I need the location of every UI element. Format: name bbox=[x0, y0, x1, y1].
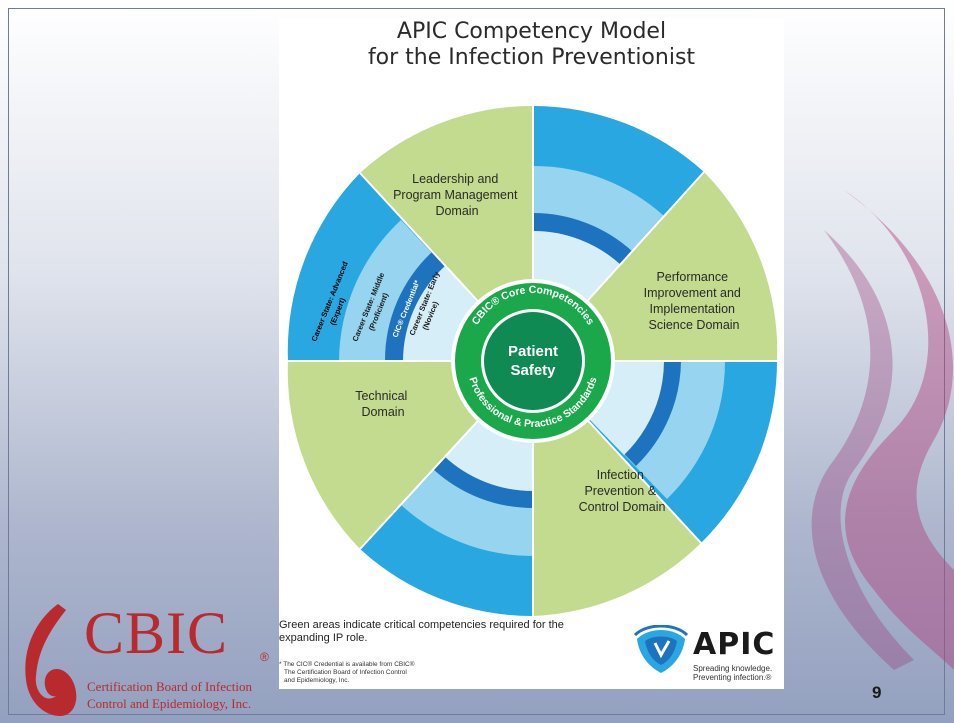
cbic-subtitle: Certification Board of Infection Control… bbox=[87, 679, 252, 711]
center-line1: Patient bbox=[508, 343, 558, 360]
cic-footnote: * The CIC® Credential is available from … bbox=[279, 661, 415, 684]
cbic-flame-icon bbox=[25, 604, 77, 716]
cbic-wordmark: CBIC bbox=[84, 600, 229, 666]
center-line2: Safety bbox=[510, 362, 556, 379]
apic-logo: APIC Spreading knowledge. Preventing inf… bbox=[631, 623, 781, 685]
apic-tagline: Spreading knowledge. Preventing infectio… bbox=[693, 664, 773, 682]
ribbon-decoration bbox=[811, 190, 954, 670]
cbic-logo: CBIC ® Certification Board of Infection … bbox=[16, 600, 276, 720]
leadership-label: Leadership and Program Management Domain bbox=[393, 172, 521, 218]
apic-wordmark: APIC bbox=[693, 627, 776, 662]
competency-wheel: CBIC® Core Competencies Professional & P… bbox=[287, 106, 778, 616]
cbic-registered-mark: ® bbox=[260, 650, 269, 664]
green-areas-note: Green areas indicate critical competenci… bbox=[279, 619, 564, 644]
competency-poster: APIC Competency Model for the Infection … bbox=[279, 18, 784, 689]
patient-safety-center bbox=[484, 312, 582, 410]
apic-shield-icon bbox=[633, 625, 689, 673]
infection-label: Infection Prevention & Control Domain bbox=[579, 468, 666, 514]
slide-frame bbox=[8, 8, 945, 715]
poster-title-line2: for the Infection Preventionist bbox=[367, 45, 696, 70]
technical-label: Technical Domain bbox=[355, 389, 411, 419]
page-number: 9 bbox=[872, 683, 882, 702]
performance-label: Performance Improvement and Implementati… bbox=[644, 270, 745, 332]
poster-title-line1: APIC Competency Model bbox=[396, 19, 667, 44]
